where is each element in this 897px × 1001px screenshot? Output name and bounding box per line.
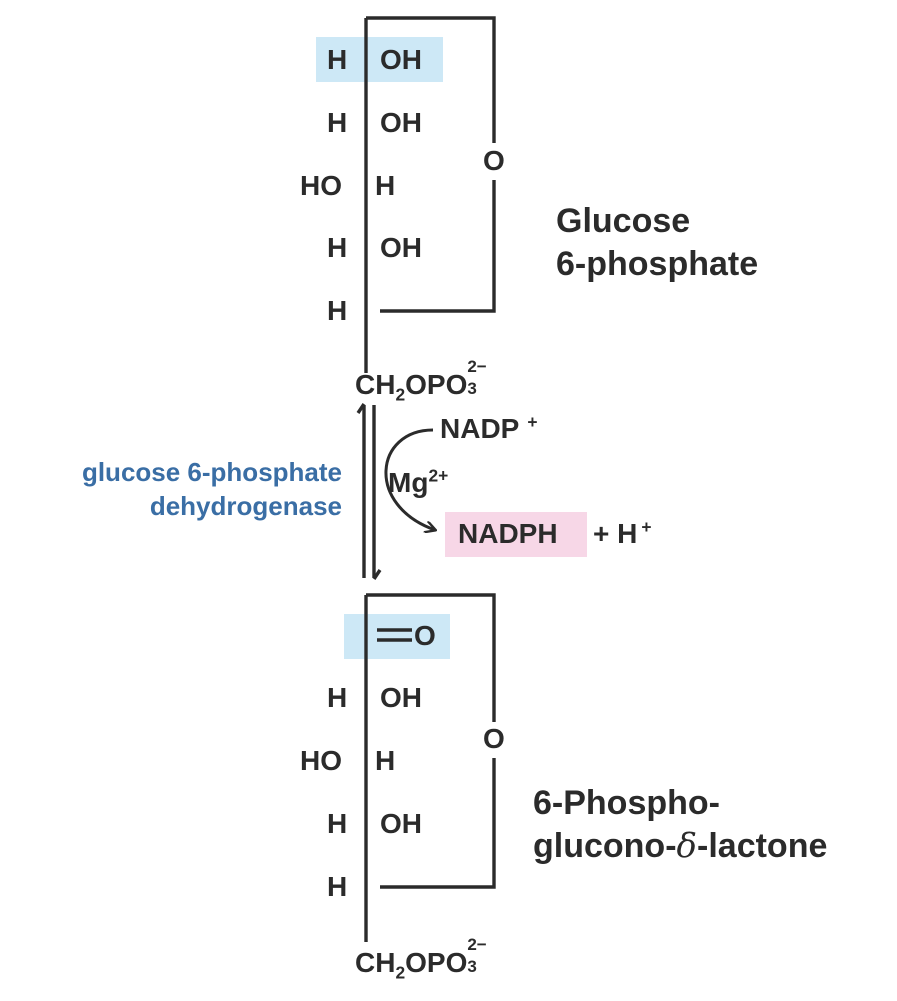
product-name-line2-pre: glucono- <box>533 826 677 865</box>
reactant-phosphate-charge: 2− <box>467 357 487 376</box>
cofactor-curve-arrow <box>384 428 435 530</box>
product-c4-oh: OH <box>380 808 422 839</box>
product-c1-carbonyl-o: O <box>414 620 436 651</box>
reactant-ring-bond <box>366 16 496 143</box>
reactant-ch2-c: CH <box>355 369 396 400</box>
reactant-c1-h: H <box>327 44 348 75</box>
product-phosphate-charge: 2− <box>467 935 487 954</box>
reactant-c4-h: H <box>327 232 348 263</box>
enzyme-label: glucose 6-phosphate dehydrogenase <box>82 455 342 524</box>
nadph-label: NADPH <box>458 518 558 549</box>
proton-label: + H+ <box>593 516 652 549</box>
enzyme-line2: dehydrogenase <box>149 491 342 522</box>
reactant-ch2-sub: 2 <box>395 384 406 405</box>
product-ch2-c: CH <box>355 947 396 978</box>
h-charge: + <box>641 516 652 537</box>
nadph-highlight <box>445 512 587 557</box>
product-name-line1: 6-Phospho- <box>533 784 720 822</box>
reactant-c5-h: H <box>327 295 348 326</box>
reactant-ring-bond-lower <box>380 180 496 313</box>
product-c3-h: H <box>375 745 396 776</box>
reactant-c4-oh: OH <box>380 232 422 263</box>
product-ring-bond <box>366 593 496 722</box>
forward-arrow-head <box>372 569 382 580</box>
nadp-label: NADP + <box>440 411 538 444</box>
product-ring-oxygen: O <box>483 723 505 754</box>
enzyme-line1: glucose 6-phosphate <box>81 457 342 487</box>
product-opo: OPO <box>405 947 468 978</box>
product-ch2-sub: 2 <box>395 962 406 983</box>
product-c2-oh: OH <box>380 682 422 713</box>
reactant-opo: OPO <box>405 369 468 400</box>
reactant-c3-h: H <box>375 170 396 201</box>
product-ring-bond-lower <box>380 758 496 889</box>
product-c5-h: H <box>327 871 348 902</box>
product-c2-h: H <box>327 682 348 713</box>
nadp-charge: + <box>527 411 538 432</box>
mg-text: Mg <box>388 467 429 498</box>
mg-charge: 2+ <box>428 465 449 486</box>
plus-h-text: + H <box>593 518 638 549</box>
product-name-line2-post: -lactone <box>697 826 828 865</box>
product-name-delta: δ <box>676 825 698 866</box>
nadp-text: NADP <box>440 413 520 444</box>
reactant-c2-oh: OH <box>380 107 422 138</box>
reactant-c1-highlight <box>316 37 443 82</box>
magnesium-label: Mg2+ <box>388 465 449 498</box>
reactant-name-line1: Glucose <box>556 202 691 240</box>
product-c1-highlight <box>344 614 450 659</box>
product-name: 6-Phospho- glucono-δ-lactone <box>533 782 827 868</box>
reactant-phosphate-sub: 3 <box>467 379 477 398</box>
reverse-arrow-head <box>356 403 366 414</box>
reactant-c2-h: H <box>327 107 348 138</box>
reactant-c1-oh: OH <box>380 44 422 75</box>
reactant-ring-oxygen: O <box>483 145 505 176</box>
product-name-line2: glucono-δ-lactone <box>533 825 827 868</box>
product-c3-ho: HO <box>300 745 342 776</box>
reactant-name: Glucose 6-phosphate <box>556 200 758 286</box>
product-phosphate-sub: 3 <box>467 957 477 976</box>
product-c4-h: H <box>327 808 348 839</box>
reactant-c3-ho: HO <box>300 170 342 201</box>
reactant-name-line2: 6-phosphate <box>556 244 759 283</box>
